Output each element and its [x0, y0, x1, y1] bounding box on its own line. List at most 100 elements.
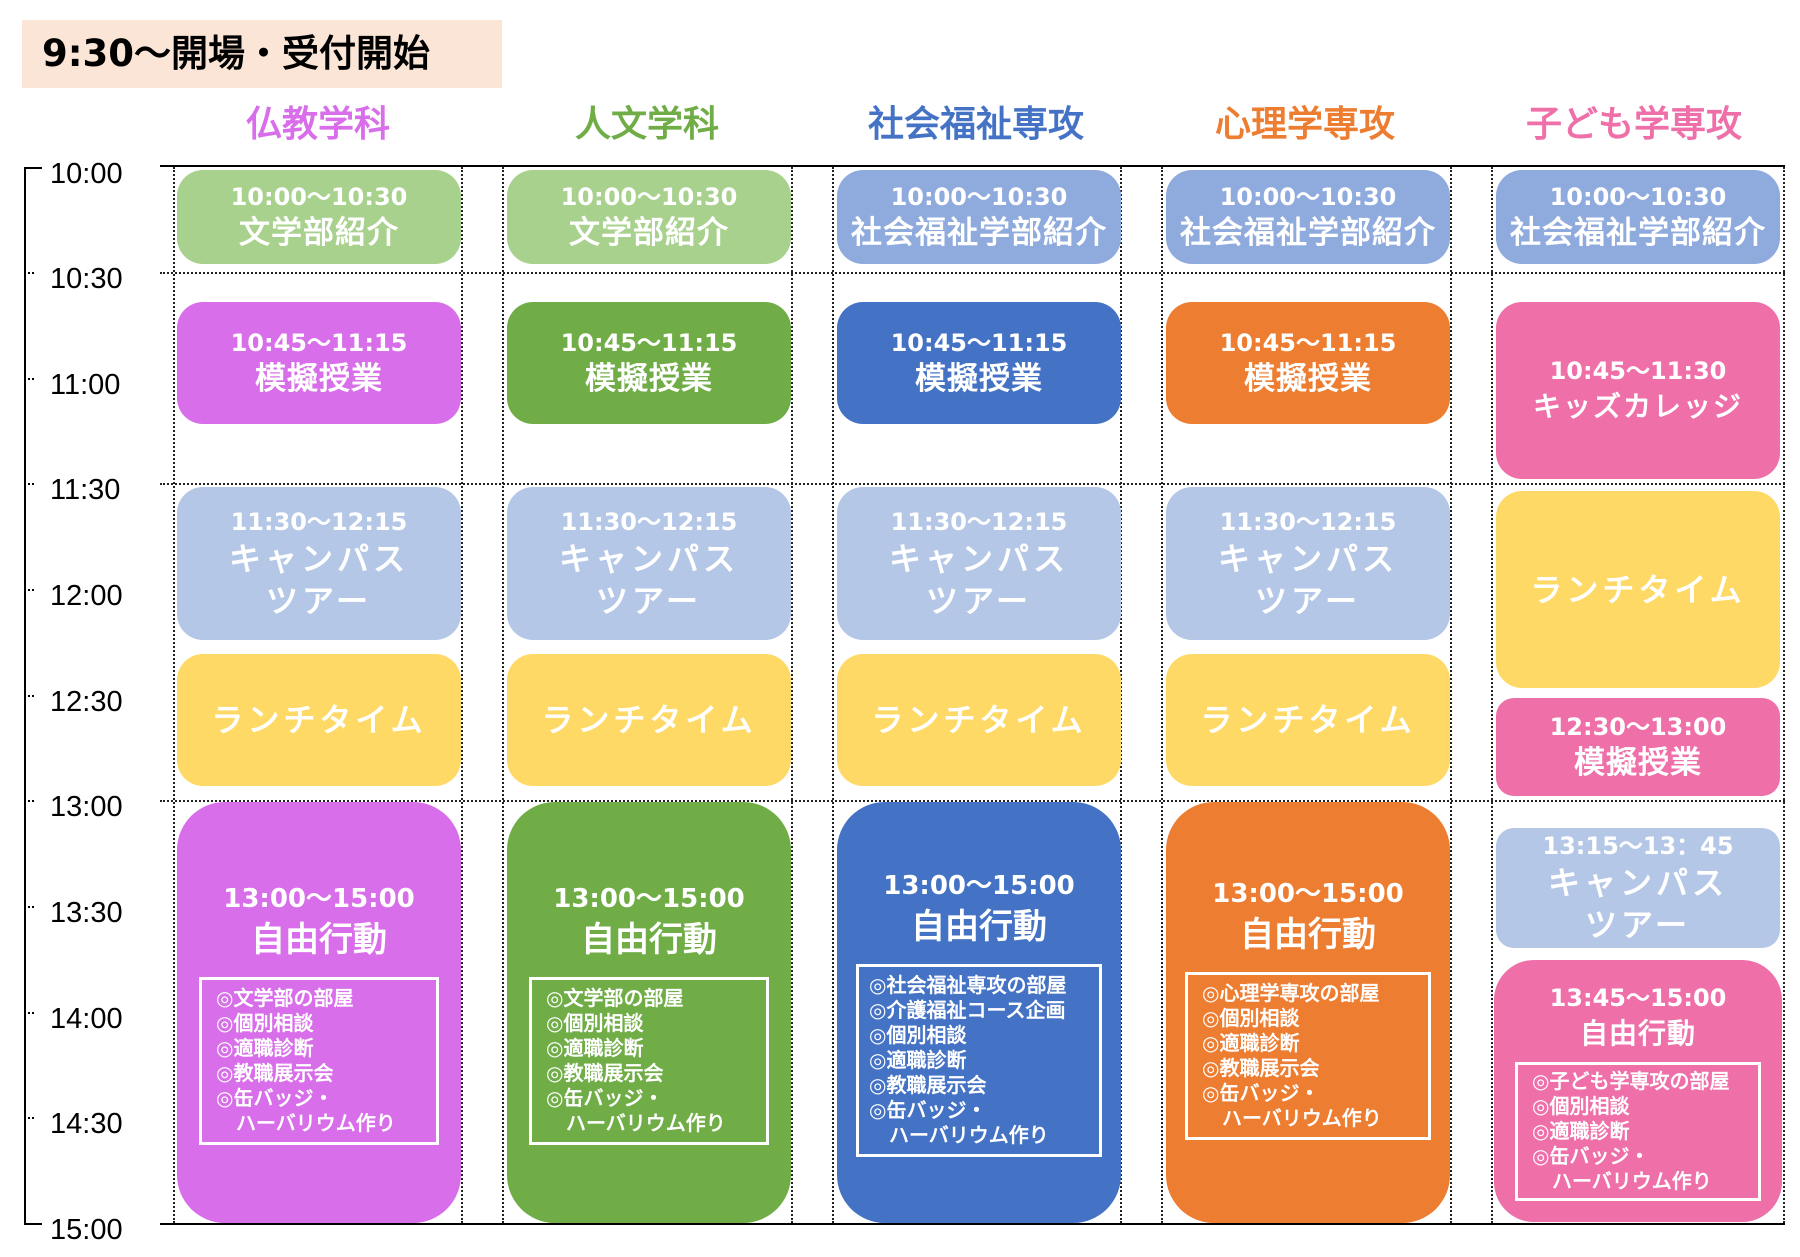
- activity-list: ◎文学部の部屋 ◎個別相談 ◎適職診断 ◎教職展示会 ◎缶バッジ・ ハーバリウム…: [529, 976, 769, 1145]
- time-label-1500: 15:00: [50, 1214, 123, 1246]
- column-separator: [1450, 167, 1452, 1223]
- column-header-social-welfare: 社会福祉専攻: [867, 104, 1084, 145]
- c5-intro-block: 10:00〜10:30 社会福祉学部紹介: [1496, 170, 1780, 264]
- c4-tour-block: 11:30〜12:15 キャンパス ツアー: [1166, 487, 1450, 640]
- opening-banner: 9:30〜開場・受付開始: [22, 20, 502, 88]
- c3-lesson-block: 10:45〜11:15 模擬授業: [837, 302, 1121, 424]
- c2-lesson-block: 10:45〜11:15 模擬授業: [507, 302, 791, 424]
- block-label: 文学部紹介: [569, 215, 729, 251]
- activity-item: ◎適職診断: [1532, 1118, 1630, 1143]
- block-label: ランチタイム: [1530, 570, 1746, 609]
- block-label: ツアー: [265, 581, 373, 620]
- block-label: ツアー: [1584, 906, 1692, 944]
- c2-intro-block: 10:00〜10:30 文学部紹介: [507, 170, 791, 264]
- time-tick: [24, 378, 34, 380]
- block-label: ランチタイム: [541, 701, 757, 739]
- block-time: 10:45〜11:15: [890, 329, 1068, 357]
- block-time: 10:00〜10:30: [1219, 183, 1397, 211]
- c5-free-block: 13:45〜15:00 自由行動 ◎子ども学専攻の部屋 ◎個別相談 ◎適職診断 …: [1494, 960, 1782, 1222]
- column-separator: [791, 167, 793, 1223]
- block-label: キャンパス: [558, 539, 739, 578]
- c4-lesson-block: 10:45〜11:15 模擬授業: [1166, 302, 1450, 424]
- c5-lesson-block: 12:30〜13:00 模擬授業: [1496, 698, 1780, 796]
- c4-lunch-block: ランチタイム: [1166, 654, 1450, 786]
- activity-item: ◎缶バッジ・: [1532, 1143, 1650, 1168]
- c3-intro-block: 10:00〜10:30 社会福祉学部紹介: [837, 170, 1121, 264]
- block-label: キャンパス: [1547, 864, 1728, 902]
- column-separator: [1491, 167, 1493, 1223]
- block-label: 模擬授業: [1244, 361, 1372, 397]
- block-label: ツアー: [925, 581, 1033, 620]
- column-separator: [1783, 167, 1785, 1223]
- activity-item: ハーバリウム作り: [216, 1110, 396, 1135]
- block-time: 11:30〜12:15: [560, 507, 738, 536]
- activity-item: ◎適職診断: [869, 1048, 967, 1072]
- activity-item: ◎介護福祉コース企画: [869, 998, 1066, 1022]
- c1-lunch-block: ランチタイム: [177, 654, 461, 786]
- grid-line-1300: [160, 800, 1785, 802]
- activity-list: ◎文学部の部屋 ◎個別相談 ◎適職診断 ◎教職展示会 ◎缶バッジ・ ハーバリウム…: [199, 976, 439, 1145]
- activity-item: ハーバリウム作り: [1202, 1106, 1382, 1130]
- time-tick: [24, 695, 34, 697]
- activity-item: ◎個別相談: [216, 1010, 314, 1035]
- block-label: ランチタイム: [871, 701, 1087, 739]
- block-time: 10:45〜11:30: [1549, 356, 1727, 385]
- block-time: 10:00〜10:30: [230, 183, 408, 211]
- time-label-1130: 11:30: [50, 474, 121, 506]
- activity-item: ◎教職展示会: [216, 1060, 334, 1085]
- time-tick: [24, 1012, 34, 1014]
- block-time: 11:30〜12:15: [890, 507, 1068, 536]
- time-tick: [24, 800, 34, 802]
- activity-list: ◎社会福祉専攻の部屋 ◎介護福祉コース企画 ◎個別相談 ◎適職診断 ◎教職展示会…: [856, 964, 1102, 1157]
- activity-item: ◎心理学専攻の部屋: [1202, 981, 1380, 1005]
- block-label: 社会福祉学部紹介: [1510, 215, 1766, 251]
- c4-free-block: 13:00〜15:00 自由行動 ◎心理学専攻の部屋 ◎個別相談 ◎適職診断 ◎…: [1166, 802, 1450, 1223]
- c5-tour-block: 13:15〜13：45 キャンパス ツアー: [1496, 828, 1780, 948]
- activity-item: ◎個別相談: [1532, 1093, 1630, 1118]
- time-label-1400: 14:00: [50, 1003, 123, 1035]
- c1-lesson-block: 10:45〜11:15 模擬授業: [177, 302, 461, 424]
- block-label: 自由行動: [1579, 1016, 1696, 1050]
- block-label: キャンパス: [888, 539, 1069, 578]
- c2-tour-block: 11:30〜12:15 キャンパス ツアー: [507, 487, 791, 640]
- activity-item: ◎缶バッジ・: [869, 1098, 987, 1122]
- c1-intro-block: 10:00〜10:30 文学部紹介: [177, 170, 461, 264]
- time-label-1100: 11:00: [50, 369, 121, 401]
- time-label-1430: 14:30: [50, 1108, 123, 1140]
- time-tick: [24, 1117, 34, 1119]
- block-label: キャンパス: [228, 539, 409, 578]
- block-label: 自由行動: [581, 919, 717, 960]
- block-label: キャンパス: [1217, 539, 1398, 578]
- column-header-buddhism: 仏教学科: [245, 104, 390, 145]
- c2-free-block: 13:00〜15:00 自由行動 ◎文学部の部屋 ◎個別相談 ◎適職診断 ◎教職…: [507, 802, 791, 1223]
- grid-bottom-border: [160, 1223, 1785, 1225]
- block-label: 自由行動: [251, 919, 387, 960]
- block-label: 模擬授業: [255, 361, 383, 397]
- grid-line-1130: [160, 483, 1785, 485]
- block-label: ランチタイム: [211, 701, 427, 739]
- block-label: 模擬授業: [915, 361, 1043, 397]
- time-tick: [24, 483, 34, 485]
- activity-item: ◎適職診断: [216, 1035, 314, 1060]
- block-label: 社会福祉学部紹介: [851, 215, 1107, 251]
- block-time: 13:15〜13：45: [1542, 832, 1734, 860]
- activity-item: ◎缶バッジ・: [1202, 1081, 1320, 1105]
- activity-item: ◎教職展示会: [869, 1073, 987, 1097]
- c3-lunch-block: ランチタイム: [837, 654, 1121, 786]
- c4-intro-block: 10:00〜10:30 社会福祉学部紹介: [1166, 170, 1450, 264]
- block-label: 模擬授業: [1574, 745, 1702, 781]
- activity-item: ハーバリウム作り: [546, 1110, 726, 1135]
- column-separator: [1161, 167, 1163, 1223]
- block-label: キッズカレッジ: [1532, 389, 1743, 423]
- c3-free-block: 13:00〜15:00 自由行動 ◎社会福祉専攻の部屋 ◎介護福祉コース企画 ◎…: [837, 802, 1121, 1223]
- block-time: 11:30〜12:15: [1219, 507, 1397, 536]
- block-time: 13:00〜15:00: [223, 883, 415, 914]
- block-time: 10:45〜11:15: [230, 329, 408, 357]
- time-label-1030: 10:30: [50, 263, 123, 295]
- column-separator: [461, 167, 463, 1223]
- activity-item: ハーバリウム作り: [1532, 1168, 1712, 1193]
- block-label: 自由行動: [1240, 915, 1376, 955]
- activity-item: ハーバリウム作り: [869, 1123, 1049, 1147]
- block-label: ツアー: [1254, 581, 1362, 620]
- column-header-psychology: 心理学専攻: [1214, 104, 1395, 145]
